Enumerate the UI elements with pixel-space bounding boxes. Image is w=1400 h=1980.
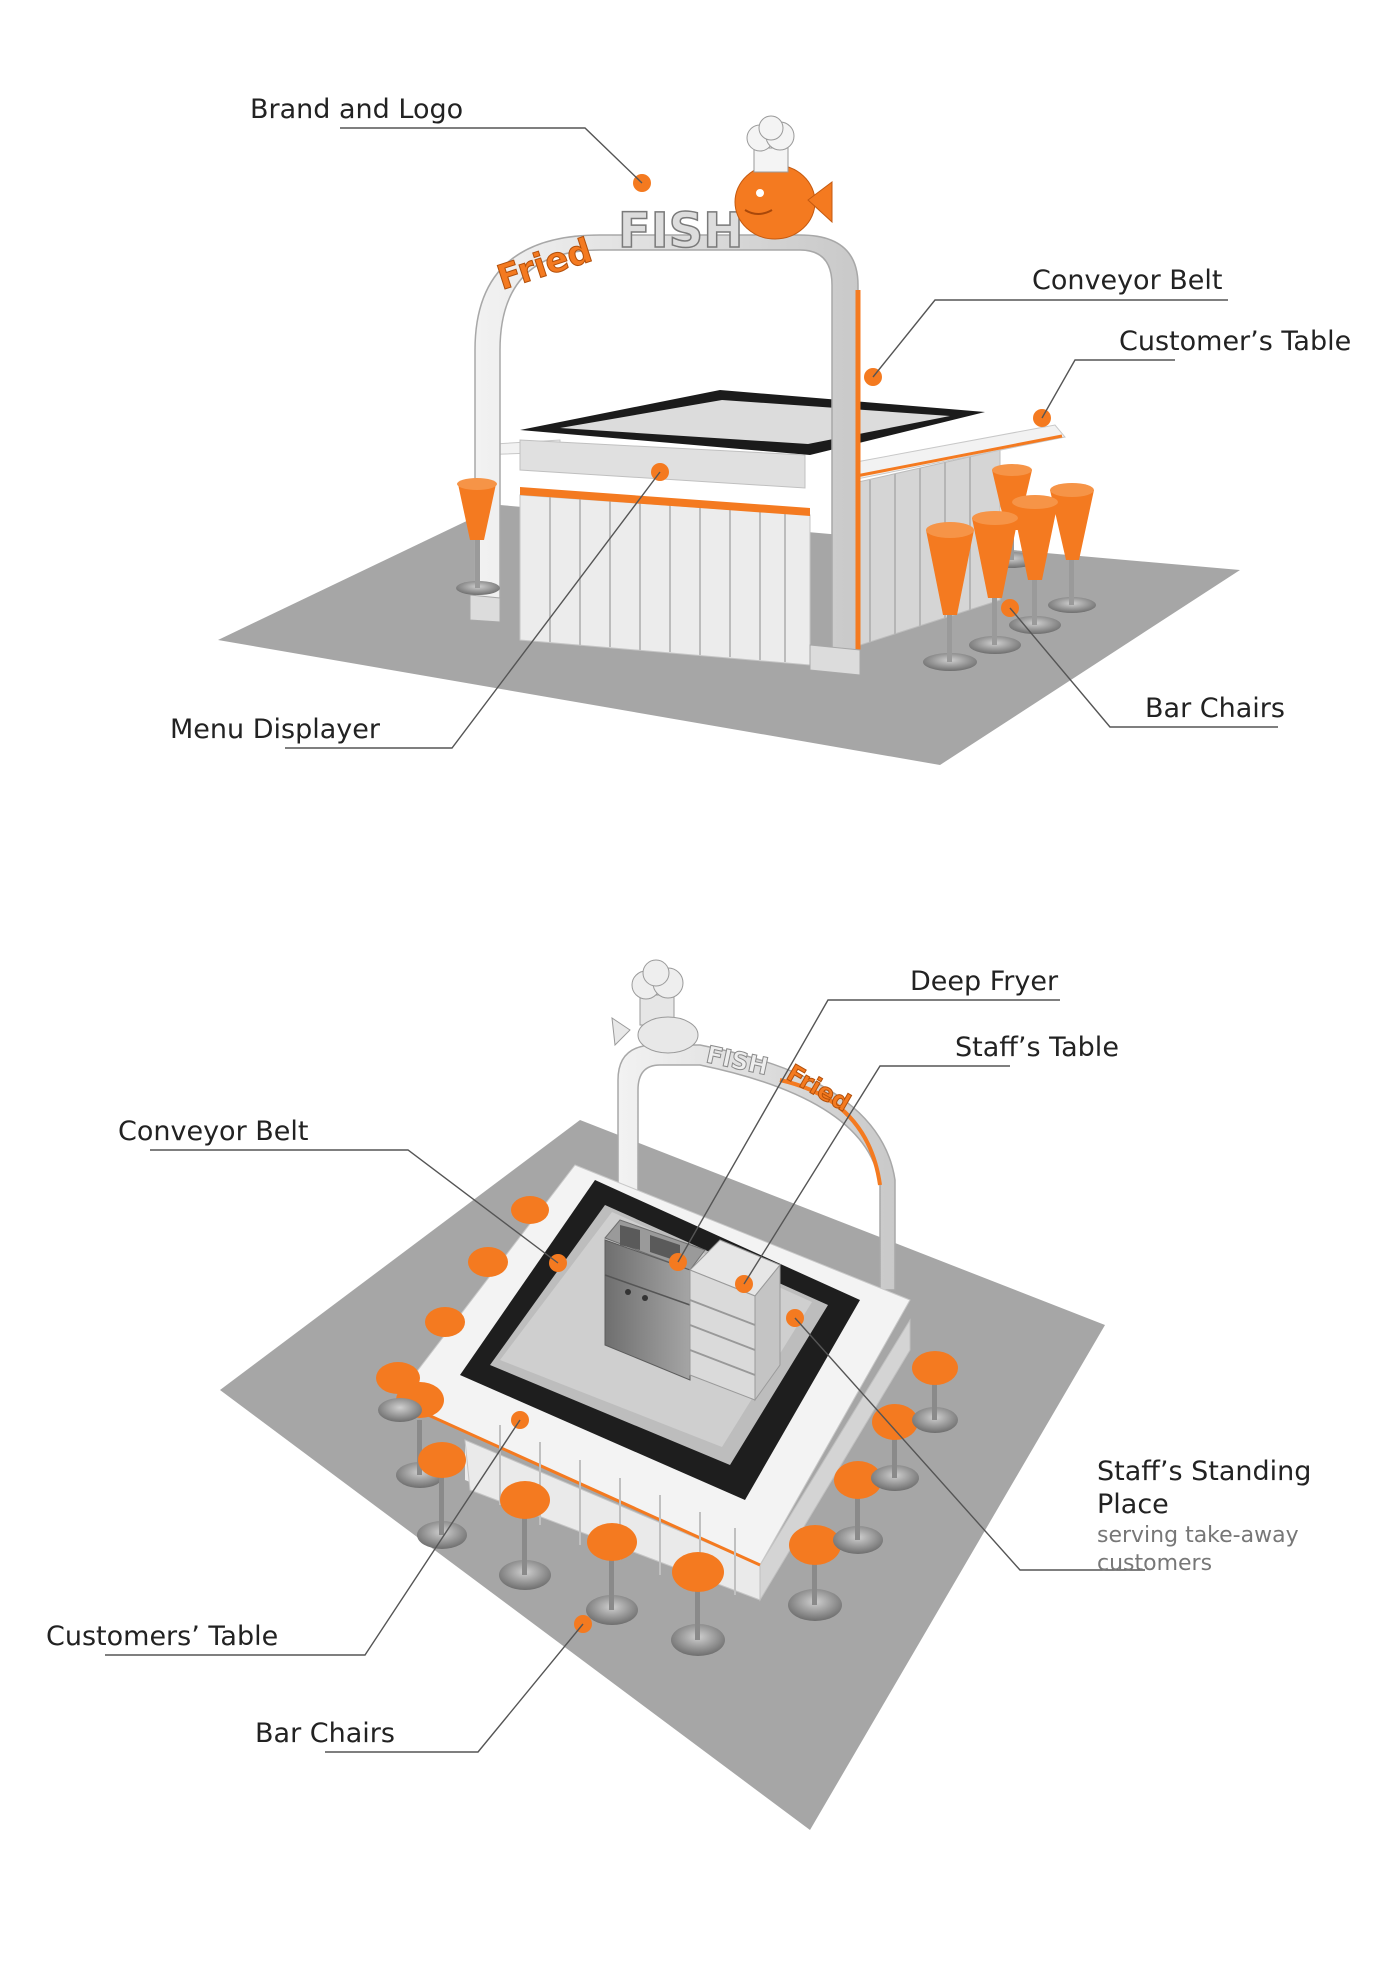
bar-chair [499, 1481, 551, 1590]
fryer-cabinet [604, 1239, 691, 1381]
kiosk-perspective-view: Fried FISH [170, 94, 1351, 765]
bar-chair [871, 1404, 919, 1491]
arch-frame [474, 234, 859, 666]
bar-chair [456, 478, 500, 595]
bar-chair-ring [376, 1196, 958, 1656]
bar-chair [1048, 483, 1096, 613]
bar-chair [511, 1196, 549, 1224]
label-staff-standing-2: Place [1097, 1489, 1169, 1520]
label-staff-standing-1: Staff’s Standing [1097, 1456, 1311, 1487]
leader-staff-table [743, 1065, 1010, 1285]
leader-fryer [677, 999, 1060, 1263]
arch-foot-right [809, 644, 861, 676]
leader-customer-table [1041, 359, 1175, 419]
bar-chair-group [923, 464, 1096, 671]
bar-chair [1009, 495, 1061, 634]
leader-conveyor [872, 299, 1228, 378]
label-staff-standing-sub-1: serving take-away [1097, 1523, 1299, 1548]
label-customers-table: Customers’ Table [46, 1621, 278, 1652]
brand-logo: FISH Fried [611, 959, 856, 1118]
logo-word-left: Fried [492, 231, 596, 299]
label-brand-and-logo: Brand and Logo [250, 94, 463, 125]
label-customer-table: Customer’s Table [1119, 326, 1351, 357]
logo-word-main: FISH [704, 1040, 771, 1080]
logo-word-right: Fried [782, 1059, 855, 1117]
label-conveyor-belt: Conveyor Belt [1032, 265, 1222, 296]
label-deep-fryer: Deep Fryer [910, 966, 1059, 997]
brand-logo: Fried FISH [492, 115, 833, 299]
fish-icon [734, 164, 833, 240]
bar-chair [468, 1247, 508, 1277]
bar-chair [417, 1442, 467, 1549]
bar-chair [833, 1461, 883, 1554]
leader-bar-chairs [325, 1623, 584, 1753]
label-conveyor-belt: Conveyor Belt [118, 1116, 308, 1147]
kiosk-top-down-view: FISH Fried [46, 959, 1311, 1830]
leader-customers-table [105, 1419, 521, 1656]
bar-chair [912, 1351, 958, 1433]
label-bar-chairs: Bar Chairs [1145, 693, 1285, 724]
leader-standing [794, 1317, 1145, 1571]
leader-bar-chairs [1009, 607, 1278, 728]
label-bar-chairs: Bar Chairs [255, 1718, 395, 1749]
bar-chair [671, 1552, 725, 1656]
chef-hat-icon [746, 115, 795, 173]
label-menu-displayer: Menu Displayer [170, 714, 381, 745]
bar-chair [425, 1307, 465, 1337]
arch-foot-left [469, 594, 501, 623]
bar-chair [788, 1525, 842, 1621]
bar-chair [376, 1362, 422, 1422]
label-staff-standing-sub-2: customers [1097, 1551, 1212, 1576]
fish-icon [611, 1016, 699, 1054]
counter-orange-trim [520, 487, 810, 516]
counter-right-wall [759, 1318, 911, 1602]
leader-brand [340, 127, 643, 184]
bar-chair [586, 1523, 638, 1625]
counter-front [519, 494, 811, 666]
bar-chair [923, 522, 977, 671]
bar-chair [969, 511, 1021, 654]
logo-word-main: FISH [618, 203, 743, 259]
chef-hat-icon [631, 959, 684, 1026]
leader-conveyor [150, 1149, 559, 1264]
leader-menu [285, 471, 661, 749]
staff-table [689, 1239, 781, 1402]
label-staff-table: Staff’s Table [955, 1032, 1119, 1063]
